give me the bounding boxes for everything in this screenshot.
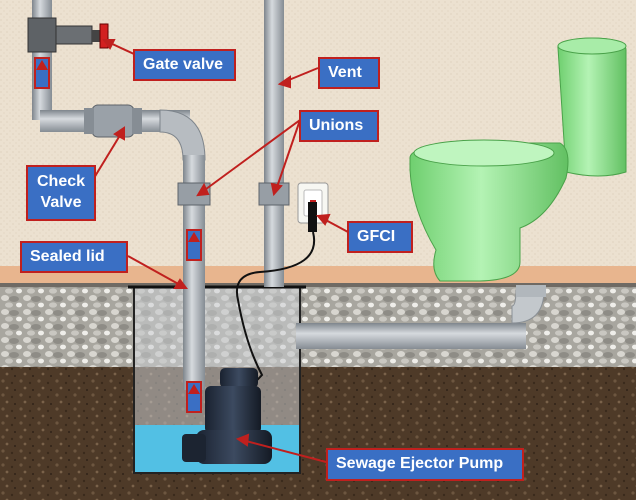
gfci-outlet-icon <box>297 182 329 232</box>
pump-text: Sewage Ejector Pump <box>336 455 504 472</box>
inlet-pipe <box>296 285 546 349</box>
sewage-pump-icon <box>182 368 272 464</box>
unions-text: Unions <box>309 117 364 134</box>
check-valve-icon <box>84 104 142 138</box>
floor-line <box>0 283 636 287</box>
flow-arrow-icon <box>34 57 202 413</box>
gfci-text: GFCI <box>357 228 396 245</box>
check-valve-text-2: Valve <box>40 194 82 211</box>
gate-valve-icon <box>27 17 109 53</box>
gfci-plug <box>308 202 317 232</box>
leader-lines <box>93 39 349 464</box>
pump-label: Sewage Ejector Pump <box>326 448 524 481</box>
check-valve-text-1: Check <box>36 173 86 190</box>
discharge-pipe <box>32 0 211 390</box>
gate-valve-label: Gate valve <box>133 49 236 81</box>
gate-valve-text: Gate valve <box>143 56 224 73</box>
unions-label: Unions <box>299 110 379 142</box>
toilet-icon <box>409 37 627 282</box>
vent-label: Vent <box>318 57 380 89</box>
sealed-lid-label: Sealed lid <box>20 241 128 273</box>
sealed-lid-text: Sealed lid <box>30 248 105 265</box>
soil-layer <box>0 367 636 500</box>
vent-pipe <box>258 0 290 287</box>
gfci-label: GFCI <box>347 221 413 253</box>
vent-text: Vent <box>328 64 362 81</box>
